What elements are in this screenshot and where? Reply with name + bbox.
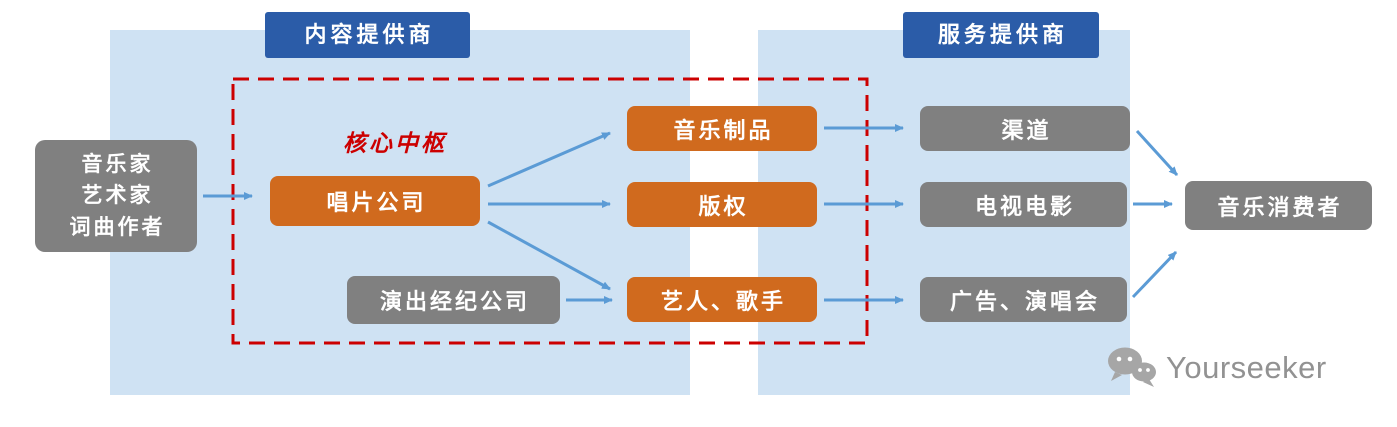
edge-channels-consumers: [1135, 129, 1179, 177]
creators-line-3: 词曲作者: [69, 215, 166, 239]
music-consumers-node: 音乐消费者: [1185, 181, 1372, 230]
artists-singers-node: 艺人、歌手: [627, 277, 817, 322]
watermark: Yourseeker: [1106, 346, 1327, 390]
performance-agency-node: 演出经纪公司: [347, 276, 560, 324]
music-products-node: 音乐制品: [627, 106, 817, 151]
ads-concerts-node: 广告、演唱会: [920, 277, 1127, 322]
service-provider-header: 服务提供商: [903, 12, 1099, 58]
copyright-node: 版权: [627, 182, 817, 227]
channels-node: 渠道: [920, 106, 1130, 151]
creators-node: 音乐家 艺术家 词曲作者: [35, 140, 197, 252]
edge-ads-consumers: [1131, 250, 1178, 299]
creators-line-2: 艺术家: [81, 184, 154, 208]
record-company-node: 唱片公司: [270, 176, 480, 226]
content-provider-header: 内容提供商: [265, 12, 470, 58]
tv-movies-node: 电视电影: [920, 182, 1127, 227]
core-hub-label: 核心中枢: [343, 130, 447, 156]
creators-line-1: 音乐家: [81, 152, 154, 176]
watermark-brand: Yourseeker: [1166, 350, 1327, 385]
wechat-icon: [1108, 347, 1156, 387]
